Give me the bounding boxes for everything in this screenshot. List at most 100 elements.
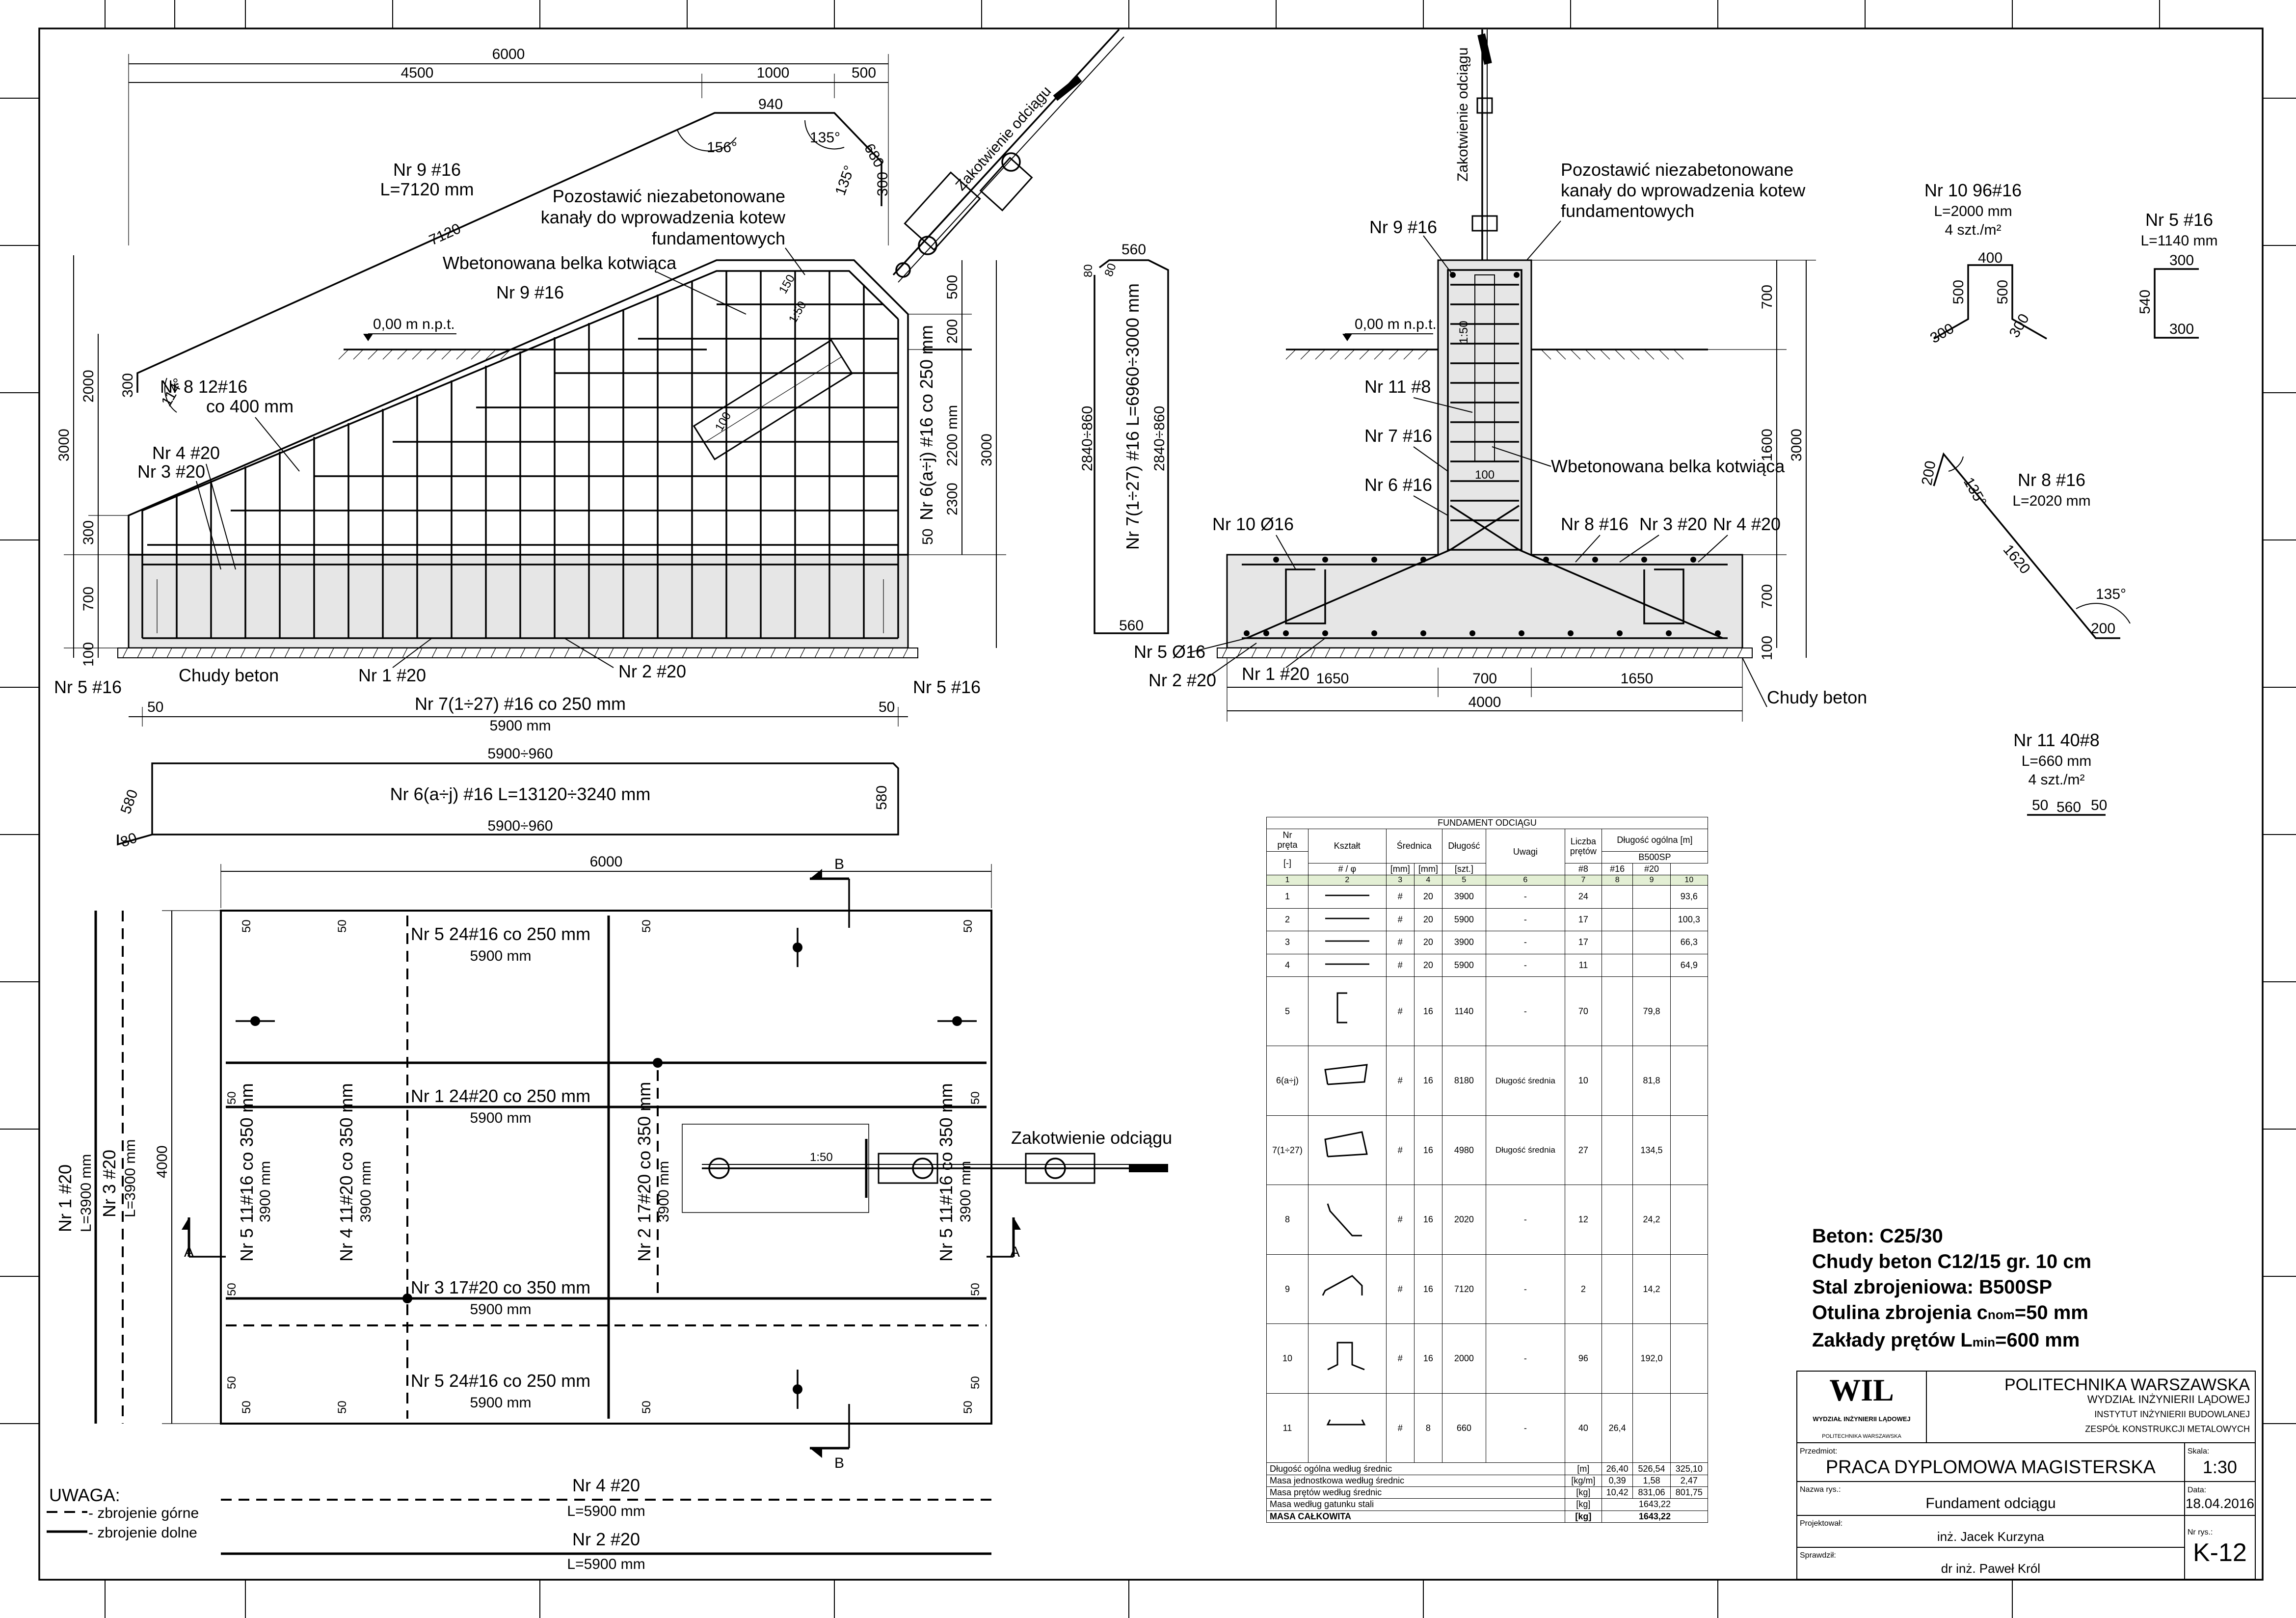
- bar6-shape: 5900÷960 5900÷960 Nr 6(a÷j) #16 L=13120÷…: [117, 746, 899, 851]
- dim-6000: 6000: [492, 46, 525, 62]
- bar-shape-icon: [1322, 1274, 1363, 1296]
- sheet-border: [38, 27, 2264, 1581]
- cell-l8: [1601, 1046, 1633, 1116]
- bar5-d300a: 300: [2169, 252, 2194, 269]
- cell-l20: 66,3: [1670, 931, 1709, 954]
- bar4-label-a: Nr 4 #20: [152, 443, 220, 463]
- cell-l8: 26,4: [1601, 1393, 1633, 1463]
- cell-d: 16: [1414, 1254, 1442, 1324]
- bar11-label-b: Nr 11 #8: [1364, 377, 1431, 397]
- bar11-count: 4 szt./m²: [2028, 772, 2084, 788]
- cell-l8: [1601, 976, 1633, 1047]
- bar10-length: L=2000 mm: [1934, 203, 2012, 219]
- bar6-shape-label: Nr 6(a÷j) #16 L=13120÷3240 mm: [390, 784, 651, 804]
- bar2-label-b: Nr 2 #20: [1148, 670, 1216, 690]
- d50-4: 50: [961, 919, 975, 933]
- bar10-count: 4 szt./m²: [1945, 222, 2001, 238]
- right-dim-500: 500: [944, 275, 961, 299]
- h-unit-mm: [mm]: [1386, 863, 1415, 876]
- bar4-label-b: Nr 4 #20: [1713, 514, 1781, 534]
- cell-d: 20: [1414, 931, 1442, 954]
- plan-row1-length: 5900 mm: [470, 948, 531, 964]
- cell-shape: [1308, 976, 1387, 1047]
- bar2-label-a: Nr 2 #20: [618, 661, 686, 681]
- cell-uw: -: [1485, 1185, 1565, 1255]
- cell-l20: [1670, 1323, 1709, 1394]
- plan-row3-label: Nr 3 17#20 co 350 mm: [411, 1277, 590, 1297]
- plan-row4-label: Nr 5 24#16 co 250 mm: [411, 1371, 590, 1391]
- designer: inż. Jacek Kurzyna: [1937, 1529, 2045, 1544]
- plan-row1-label: Nr 5 24#16 co 250 mm: [411, 924, 590, 944]
- bar8-d1620: 1620: [2000, 541, 2033, 577]
- cell-uw: Długość średnia: [1485, 1115, 1565, 1186]
- h-unit-sym: # / φ: [1308, 863, 1387, 876]
- d50-8: 50: [969, 1283, 982, 1296]
- dim-b-1600: 1600: [1759, 429, 1775, 461]
- bar5-detail-length: L=1140 mm: [2140, 233, 2217, 249]
- bar1-label-b: Nr 1 #20: [1242, 664, 1309, 684]
- bar10-d400: 400: [1978, 250, 2002, 266]
- cell-l16: 24,2: [1632, 1185, 1671, 1255]
- cell-n: 12: [1564, 1185, 1602, 1255]
- bar8-spacing: co 400 mm: [206, 396, 294, 416]
- date: 18.04.2016: [2185, 1496, 2254, 1511]
- bar3-label-b: Nr 3 #20: [1639, 514, 1707, 534]
- cut-a-right: A: [1010, 1244, 1020, 1260]
- d50-1: 50: [240, 919, 253, 933]
- guy-anchor-a: [892, 28, 1124, 283]
- legend-title: UWAGA:: [49, 1485, 120, 1505]
- cell-d: 16: [1414, 1185, 1442, 1255]
- material-specs: Beton: C25/30 Chudy beton C12/15 gr. 10 …: [1812, 1223, 2156, 1355]
- cell-shape: [1308, 931, 1387, 954]
- bar-shape-icon: [1325, 940, 1369, 942]
- cell-uw: -: [1485, 908, 1565, 932]
- col-num: 2: [1308, 875, 1387, 886]
- bar9-label-b: Nr 9 #16: [1369, 217, 1437, 237]
- spec-cover: Otulina zbrojenia cnom=50 mm: [1812, 1302, 2088, 1323]
- legend: UWAGA: - zbrojenie górne - zbrojenie dol…: [47, 1485, 199, 1541]
- cell-sym: #: [1386, 1323, 1415, 1394]
- cell-shape: [1308, 1393, 1387, 1463]
- cell-l8: [1601, 1323, 1633, 1394]
- note-b-line-3: fundamentowych: [1561, 201, 1694, 221]
- cell-len: 3900: [1442, 931, 1486, 954]
- note-line-1: Pozostawić niezabetonowane: [553, 186, 785, 206]
- cell-nr: 2: [1266, 908, 1308, 932]
- bar5-detail-label: Nr 5 #16: [2145, 210, 2213, 230]
- bottom-bar1-label: Nr 4 #20: [572, 1475, 640, 1495]
- cell-sym: #: [1386, 885, 1415, 909]
- d50-12: 50: [336, 1401, 349, 1414]
- bar8-label-b: Nr 8 #16: [1561, 514, 1629, 534]
- plan-outline: [220, 910, 992, 1425]
- plan-row4-length: 5900 mm: [470, 1395, 531, 1411]
- cell-sym: #: [1386, 931, 1415, 954]
- date-cell: Data:18.04.2016: [2184, 1481, 2256, 1516]
- mass-total-row: MASA CAŁKOWITA[kg]1643,22: [1266, 1510, 1709, 1523]
- bar7-label-b: Nr 7 #16: [1364, 426, 1432, 446]
- cell-l16: [1632, 953, 1671, 977]
- section-a: 6000 4500 1000 500 940 680 300 300 7120 …: [54, 28, 1124, 734]
- cell-nr: 11: [1266, 1393, 1308, 1463]
- spec-lean-concrete: Chudy beton C12/15 gr. 10 cm: [1812, 1251, 2092, 1272]
- bar6-right-dim: 580: [874, 785, 890, 810]
- plan-col4-length: 3900 mm: [958, 1161, 974, 1222]
- bar11-detail: Nr 11 40#8 L=660 mm 4 szt./m² 50 560 50: [2013, 730, 2107, 816]
- cell-l8: [1601, 953, 1633, 977]
- bar8-angle-2: 135°: [2096, 586, 2126, 602]
- mass-grade-row: Masa według gatunku stali[kg]1643,22: [1266, 1498, 1709, 1511]
- bar6-bottom-dim: 5900÷960: [487, 818, 553, 834]
- cell-nr: 6(a÷j): [1266, 1046, 1308, 1116]
- note-line-2: kanały do wprowadzenia kotew: [541, 207, 786, 227]
- dim-1000: 1000: [757, 65, 790, 81]
- bar7-shape-label: Nr 7(1÷27) #16 L=6960÷3000 mm: [1122, 283, 1143, 550]
- bar9-length-dim: 7120: [427, 220, 463, 248]
- angle-135-b: 135°: [832, 163, 858, 198]
- schedule-title: FUNDAMENT ODCIĄGU: [1266, 816, 1708, 830]
- left-bar2-length: L=3900 mm: [122, 1139, 138, 1217]
